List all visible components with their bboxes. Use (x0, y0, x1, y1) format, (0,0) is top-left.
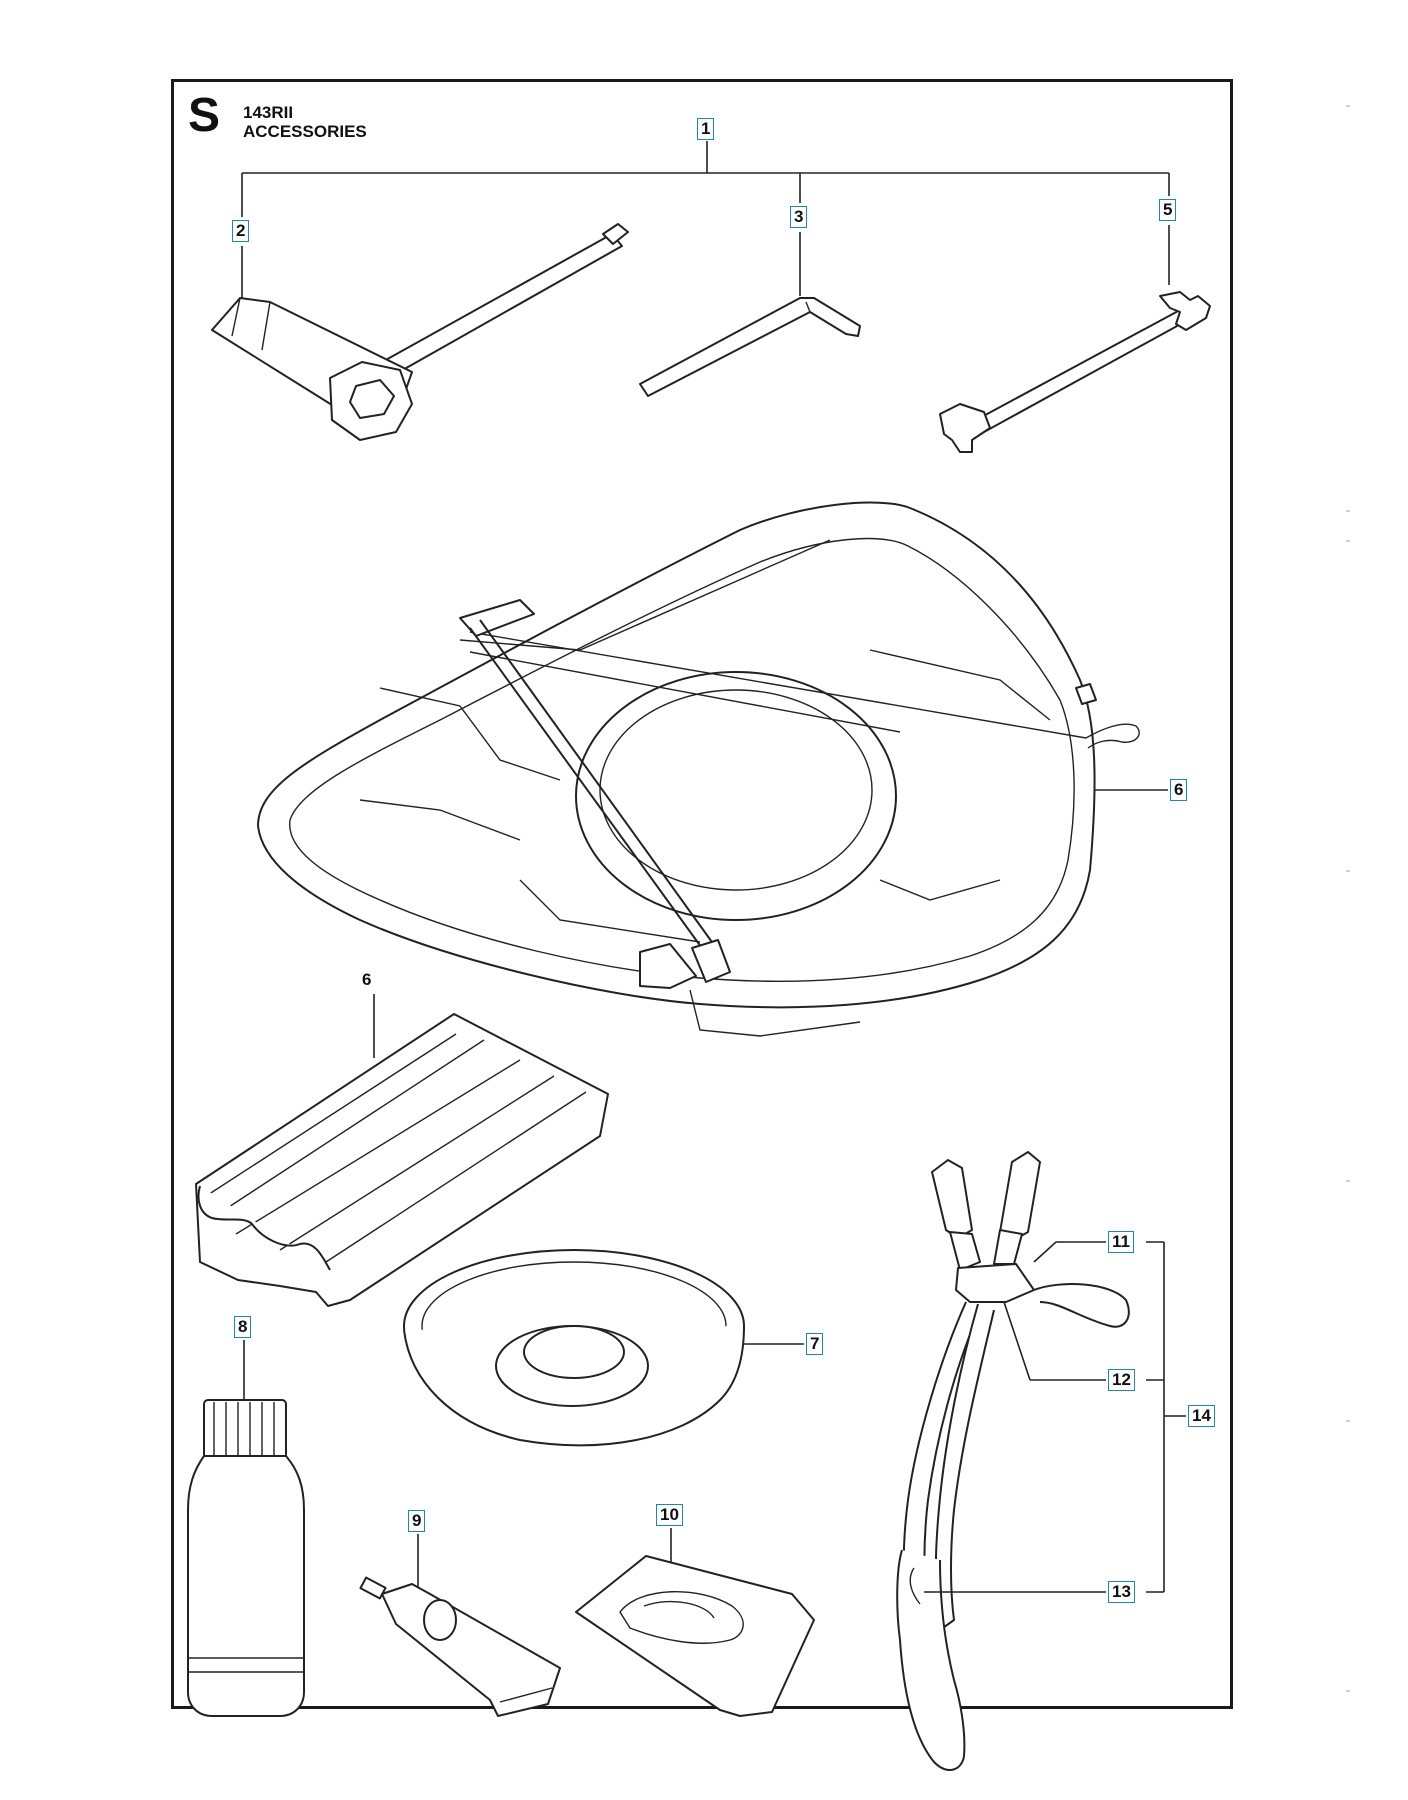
callout-11: 11 (1108, 1231, 1134, 1253)
open-wrench-part (939, 291, 1211, 453)
guard-part (257, 501, 1168, 1037)
edge-mark (1346, 1180, 1350, 1182)
edge-mark (1346, 1690, 1350, 1692)
callout-10: 10 (656, 1504, 683, 1526)
callout-6-sleeve: 6 (362, 970, 372, 989)
callout-2: 2 (232, 220, 250, 242)
kit-leader-lines (241, 141, 1170, 300)
callout-13: 13 (1108, 1581, 1135, 1603)
edge-mark (1346, 105, 1350, 107)
hex-key-part (639, 297, 861, 397)
grease-tube-part (359, 1534, 561, 1717)
support-cup-part (403, 1249, 804, 1447)
callout-7: 7 (806, 1333, 824, 1355)
bag-part (575, 1528, 815, 1717)
edge-mark (1346, 1420, 1350, 1422)
plug-wrench-part (211, 223, 629, 441)
callout-8: 8 (234, 1316, 252, 1338)
harness-part (896, 1151, 1186, 1771)
model-number: 143RII (243, 103, 294, 122)
callout-1: 1 (697, 118, 715, 140)
callout-5: 5 (1159, 199, 1177, 221)
callout-12: 12 (1108, 1369, 1135, 1391)
section-letter: S (188, 89, 221, 142)
edge-mark (1346, 870, 1350, 872)
bottle-part (187, 1340, 305, 1717)
callout-14: 14 (1188, 1405, 1215, 1427)
diagram-title: ACCESSORIES (243, 122, 367, 141)
edge-mark (1346, 540, 1350, 542)
callout-6-guard: 6 (1170, 779, 1188, 801)
callout-3: 3 (790, 206, 808, 228)
diagram-frame (171, 79, 1233, 1709)
edge-mark (1346, 510, 1350, 512)
guard-sleeve-part (195, 994, 609, 1307)
callout-9: 9 (408, 1510, 426, 1532)
